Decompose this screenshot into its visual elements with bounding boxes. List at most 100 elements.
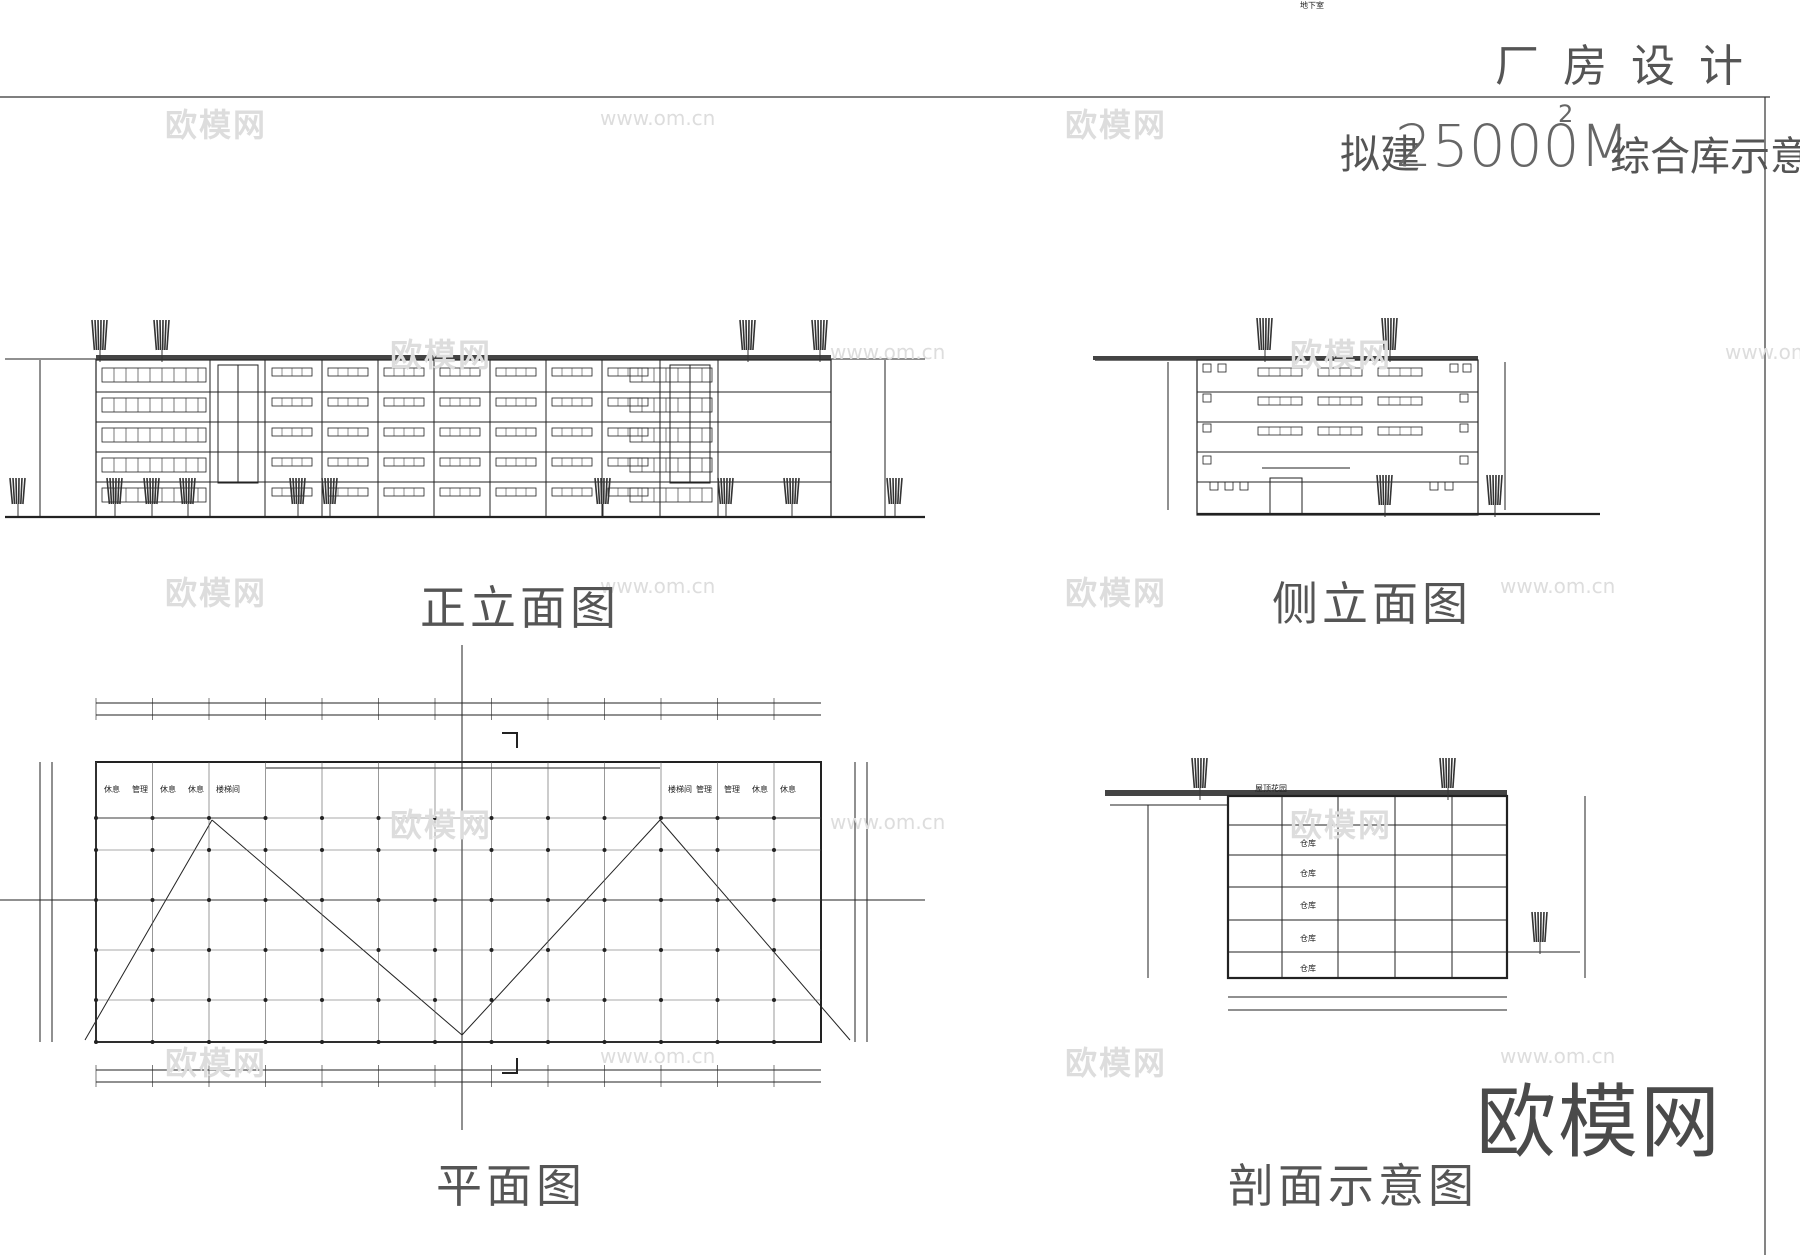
column-dot [320, 1040, 324, 1044]
window [1462, 363, 1472, 373]
column-dot [94, 998, 98, 1002]
section-floor-label: 仓库 [1300, 964, 1316, 973]
column-dot [602, 816, 607, 820]
column-dot [772, 898, 776, 902]
column-dot [715, 998, 720, 1002]
column-dot [263, 848, 268, 852]
plan-room-label: 楼梯间 [216, 785, 240, 794]
tree [106, 477, 123, 516]
sheet-subtitle-suffix: 综合库示意图 [1610, 134, 1800, 180]
window [1459, 393, 1469, 403]
column-dot [376, 1040, 381, 1044]
section-drawing [1105, 790, 1586, 1011]
sheet-header-title: 厂房设计 [1495, 41, 1767, 92]
column-dot [715, 898, 720, 902]
window [101, 427, 207, 443]
column-dot [659, 816, 663, 820]
watermark-logo: 欧模网 [390, 806, 493, 844]
tree [739, 319, 756, 362]
column-dot [207, 816, 211, 820]
tree [153, 319, 170, 362]
section-floor-label: 仓库 [1300, 934, 1316, 943]
column-dot [772, 1040, 776, 1044]
column-dot [715, 948, 720, 952]
tree [1381, 317, 1398, 362]
sheet-subtitle-sup: 2 [1558, 100, 1574, 128]
window [101, 367, 207, 383]
tree [783, 477, 800, 516]
column-dot [489, 848, 494, 852]
brand-logo-text: 欧模网 [1476, 1076, 1722, 1169]
column-dot [376, 898, 381, 902]
column-dot [602, 848, 607, 852]
column-dot [489, 1040, 494, 1044]
tree [321, 477, 338, 516]
column-dot [376, 998, 381, 1002]
column-dot [433, 816, 437, 820]
column-dot [150, 1040, 155, 1044]
column-dot [320, 816, 324, 820]
watermark-url: www.om.cn [830, 810, 946, 834]
column-dot [433, 948, 437, 952]
column-dot [207, 1040, 211, 1044]
watermark-url: www.om.cn [600, 1044, 716, 1068]
tree [1376, 474, 1393, 517]
column-dot [489, 998, 494, 1002]
tree [1486, 474, 1503, 517]
column-dot [546, 898, 550, 902]
column-dot [659, 1040, 663, 1044]
watermark-url: www.om.cn [1500, 1044, 1616, 1068]
column-dot [94, 1040, 98, 1044]
tree [9, 477, 26, 516]
side-elevation-windows [1202, 363, 1472, 491]
plan-room-label: 休息 [104, 785, 120, 794]
column-dot [546, 816, 550, 820]
column-dot [150, 948, 155, 952]
column-dot [263, 948, 268, 952]
column-dot [376, 816, 381, 820]
front-elevation-trees [9, 319, 903, 516]
tree [1256, 317, 1273, 362]
column-dot [320, 948, 324, 952]
column-dot [207, 948, 211, 952]
column-dot [602, 1040, 607, 1044]
window [629, 427, 713, 443]
column-dot [602, 948, 607, 952]
column-dot [433, 1040, 437, 1044]
window [1217, 363, 1227, 373]
column-dot [320, 898, 324, 902]
plan-room-label: 管理 [132, 785, 148, 794]
column-dot [602, 998, 607, 1002]
window [1224, 481, 1234, 491]
window [1202, 393, 1212, 403]
caption-section: 剖面示意图 [1228, 1159, 1478, 1213]
tree [289, 477, 306, 516]
column-dot [94, 898, 98, 902]
column-dot [433, 898, 437, 902]
column-dot [715, 816, 720, 820]
window [1459, 423, 1469, 433]
column-dot [320, 998, 324, 1002]
column-dot [659, 848, 663, 852]
column-dot [150, 816, 155, 820]
tree [91, 319, 108, 362]
tree [1531, 911, 1548, 954]
watermark-logo: 欧模网 [1290, 336, 1393, 374]
column-dot [546, 848, 550, 852]
tree [179, 477, 196, 516]
column-dot [772, 848, 776, 852]
plan-room-label: 休息 [752, 785, 768, 794]
plan-room-label: 休息 [188, 785, 204, 794]
section-floor-label: 仓库 [1300, 901, 1316, 910]
watermark-logo: 欧模网 [1290, 806, 1393, 844]
column-dot [546, 1040, 550, 1044]
watermark-logo: 欧模网 [390, 336, 493, 374]
watermark-logo: 欧模网 [1065, 1044, 1168, 1082]
column-dot [772, 998, 776, 1002]
column-dot [489, 948, 494, 952]
column-dot [715, 1040, 720, 1044]
front-elevation-windows [101, 367, 713, 503]
column-dot [263, 998, 268, 1002]
column-dot [94, 848, 98, 852]
plan-room-label: 休息 [780, 785, 796, 794]
